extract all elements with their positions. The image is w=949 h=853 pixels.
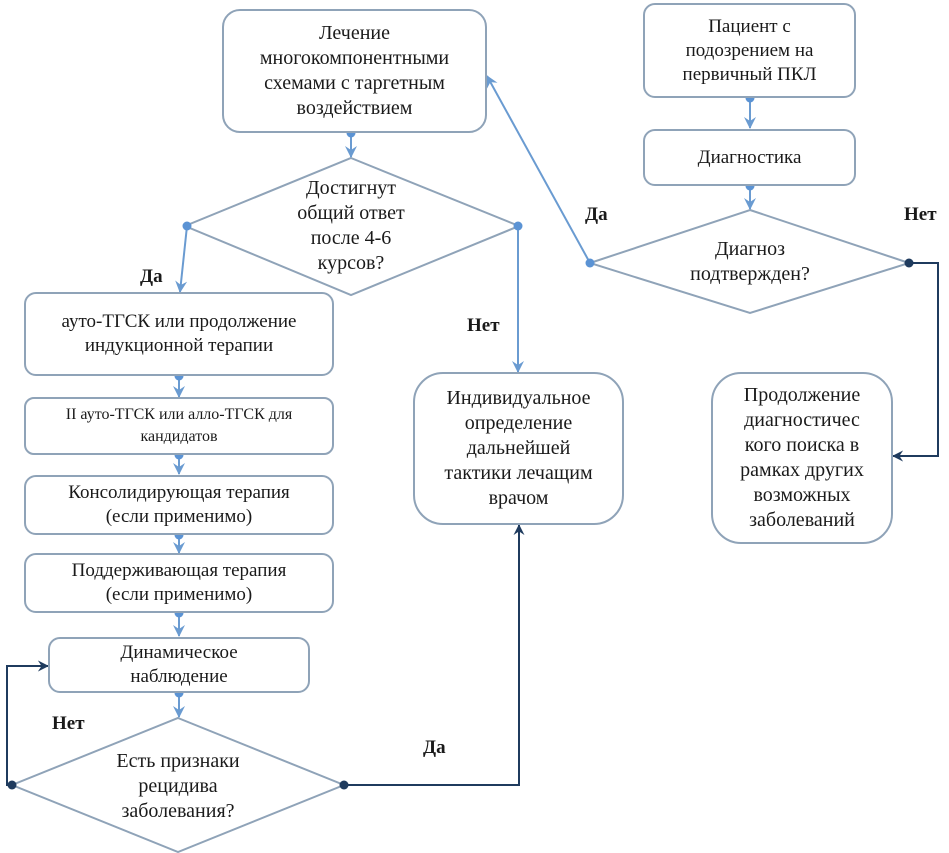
connector-dot	[7, 780, 17, 790]
connector-dot	[585, 258, 595, 268]
connector-response-yes	[175, 225, 188, 293]
node-diagnosis-decision: Диагноз подтвержден?	[690, 238, 810, 285]
connector-dot	[904, 258, 914, 268]
connector-relapse-no-loop	[6, 660, 49, 786]
diagnosis-decision-diamond	[586, 208, 913, 315]
label-relapse-yes: Да	[423, 737, 446, 758]
connector-relapse-yes	[344, 524, 525, 786]
relapse-decision-diamond	[9, 716, 347, 853]
connector-dot	[182, 221, 192, 231]
node-observation: Динамическое наблюдение	[48, 637, 310, 693]
node-maintenance: Поддерживающая терапия (если применимо)	[24, 553, 334, 613]
connector-dot	[513, 221, 523, 231]
node-consolidation: Консолидирующая терапия (если применимо)	[24, 475, 334, 535]
label-response-yes: Да	[140, 266, 163, 287]
node-individual: Индивидуальное определение дальнейшей та…	[413, 372, 624, 525]
node-response-decision: Достигнут общий ответ после 4-6 курсов?	[297, 177, 405, 274]
connector-diagnosis-no	[892, 262, 939, 462]
response-decision-diamond	[182, 156, 522, 297]
node-auto-htsc: ауто-ТГСК или продолжение индукционной т…	[24, 292, 334, 376]
label-diagnosis-yes: Да	[585, 204, 608, 225]
label-response-no: Нет	[467, 315, 500, 336]
connector-dot	[339, 780, 349, 790]
label-diagnosis-no: Нет	[904, 204, 937, 225]
node-treatment: Лечение многокомпонентными схемами с тар…	[222, 9, 487, 133]
label-relapse-no: Нет	[52, 713, 85, 734]
node-continue-search: Продолжение диагностичес кого поиска в р…	[711, 372, 893, 544]
connector-diagnosis-yes	[486, 75, 591, 264]
node-second-htsc: II ауто-ТГСК или алло-ТГСК для кандидато…	[24, 397, 334, 455]
node-patient: Пациент с подозрением на первичный ПКЛ	[643, 3, 856, 98]
node-diagnostics: Диагностика	[643, 129, 856, 186]
node-relapse-decision: Есть признаки рецидива заболевания?	[116, 749, 240, 822]
